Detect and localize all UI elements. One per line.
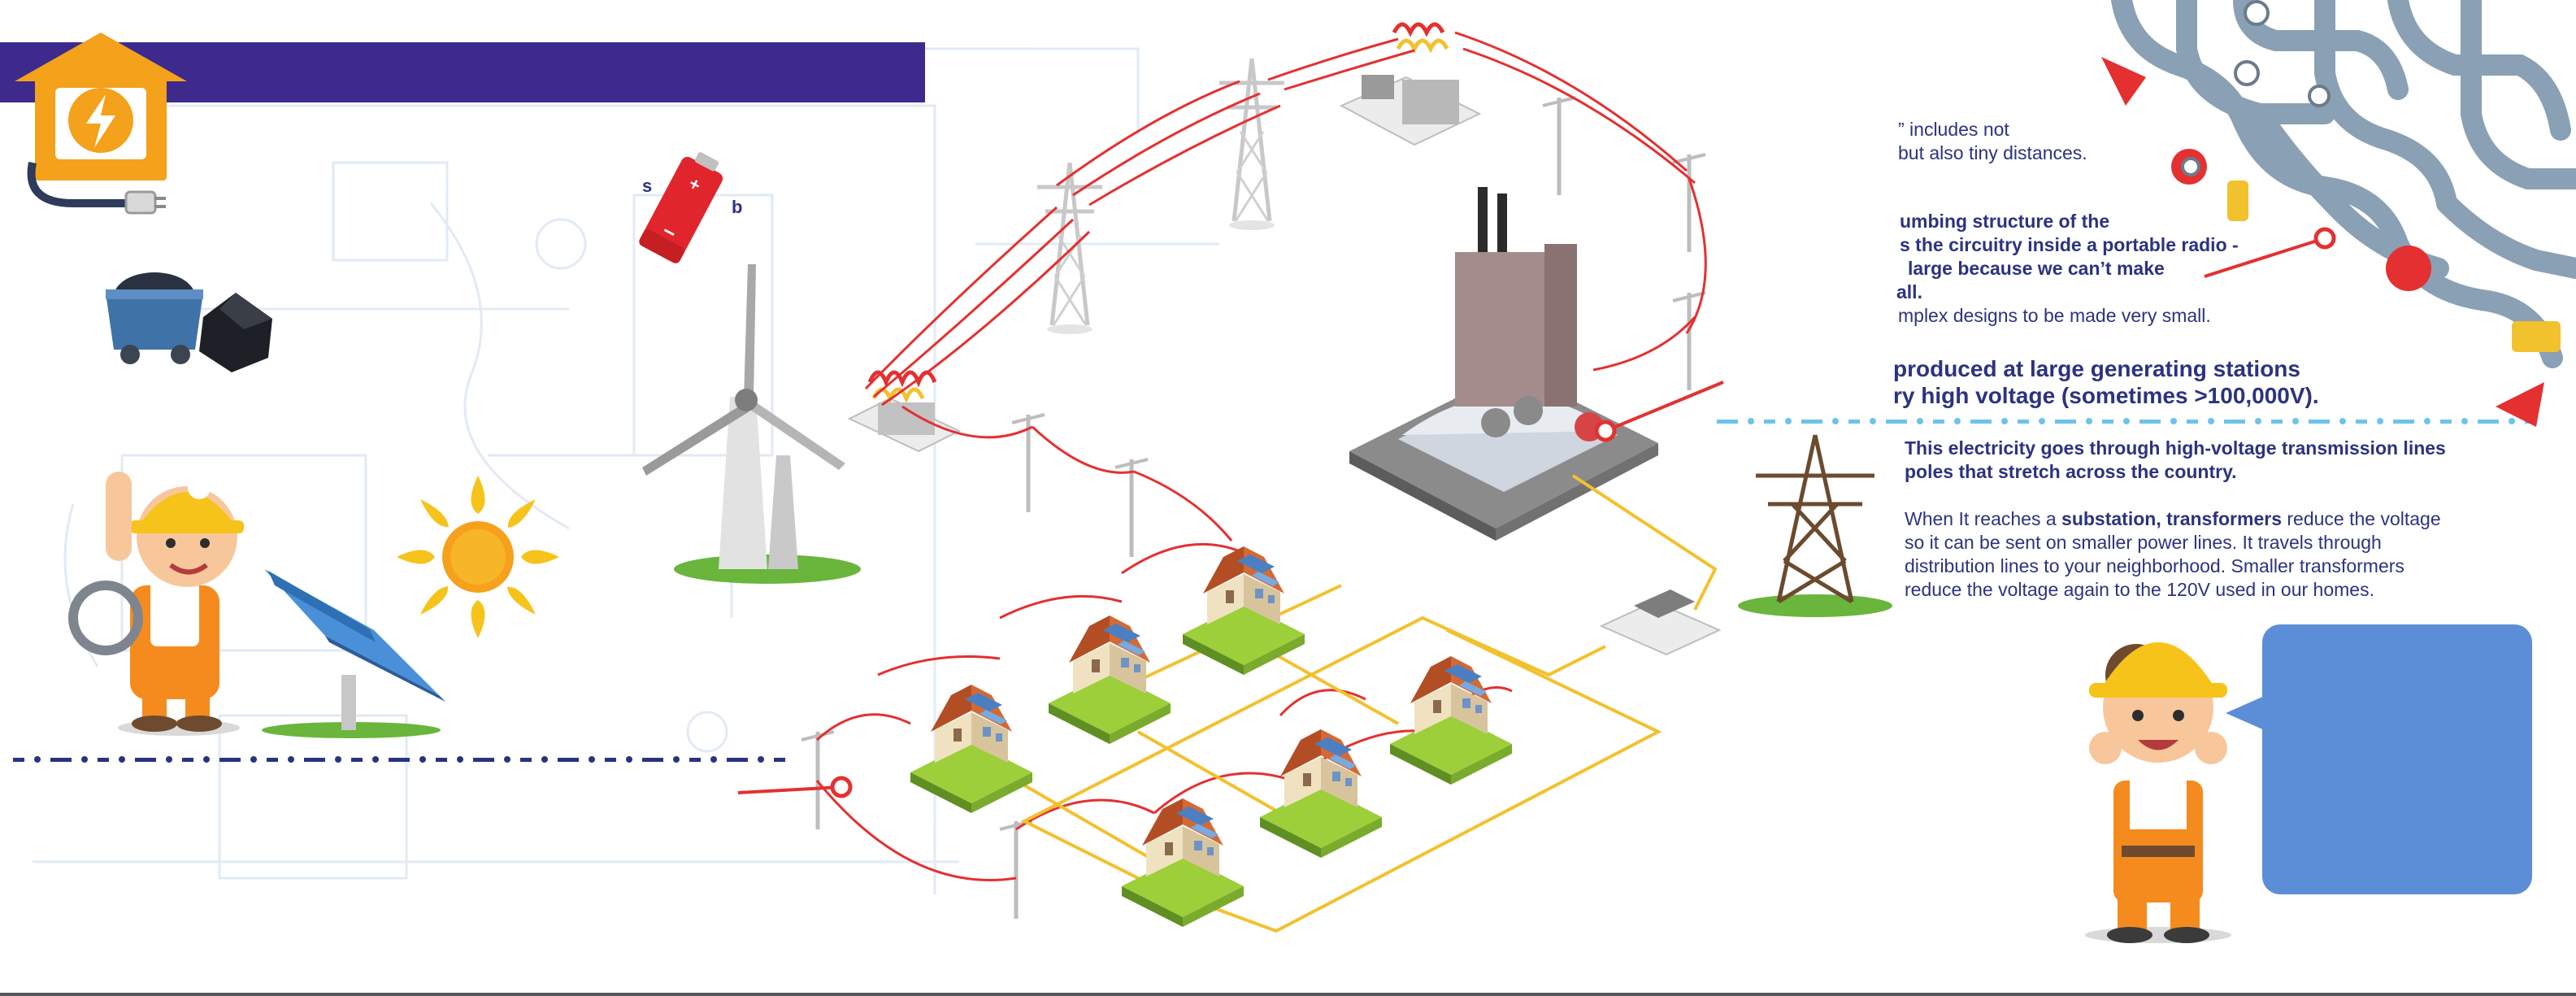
generation-line-2: ry high voltage (sometimes >100,000V). — [1893, 383, 2319, 408]
plumbing-line-4: all. — [1896, 281, 1922, 302]
wind-turbine-icon — [642, 264, 861, 584]
substation-line-3: distribution lines to your neighborhood.… — [1905, 555, 2404, 576]
speech-bubble — [2262, 624, 2532, 894]
transmission-text: This electricity goes through high-volta… — [1905, 437, 2446, 484]
pointer-dot-pipes — [2313, 227, 2336, 250]
home-energy-logo-icon — [15, 33, 187, 215]
high-voltage-lines — [815, 31, 1707, 881]
intro-line-1: ” includes not — [1898, 119, 2009, 140]
pipes-decoration — [2101, 0, 2576, 427]
substation-line-4: reduce the voltage again to the 120V use… — [1905, 579, 2374, 600]
battery-left-label: s — [642, 176, 652, 196]
substation-line-1: When It reaches a substation, transforme… — [1905, 508, 2441, 529]
plumbing-line-5: mplex designs to be made very small. — [1898, 305, 2211, 326]
speech-bubble-tail — [2226, 695, 2266, 731]
intro-text: ” includes not but also tiny distances. — [1898, 118, 2087, 165]
left-dotted-divider — [13, 756, 785, 763]
substation-top-icon — [1339, 22, 1482, 146]
battery-right-label: b — [732, 197, 742, 217]
plumbing-line-2: s the circuitry inside a portable radio … — [1900, 234, 2239, 255]
plumbing-line-3: large because we can’t make — [1908, 258, 2165, 279]
houses-neighborhood — [910, 546, 1512, 927]
substation-keyword: substation, transformers — [2061, 508, 2282, 529]
bottom-rule — [0, 993, 2576, 996]
neighborhood-transformer-icon — [1599, 589, 1722, 656]
substation-line-2: so it can be sent on smaller power lines… — [1905, 532, 2382, 553]
generation-line-1: produced at large generating stations — [1893, 356, 2300, 381]
coal-cart-icon — [106, 272, 272, 372]
generation-text: produced at large generating stations ry… — [1893, 355, 2319, 409]
substation-text: When It reaches a substation, transforme… — [1905, 507, 2441, 602]
plumbing-line-1: umbing structure of the — [1900, 211, 2110, 232]
female-worker-illustration — [2085, 642, 2231, 943]
substation-left-icon — [847, 370, 962, 453]
sun-icon — [397, 476, 559, 638]
pointer-line-pipes — [2204, 237, 2326, 278]
pointer-dot-left — [830, 776, 853, 798]
transmission-line-1: This electricity goes through high-volta… — [1905, 437, 2446, 459]
transmission-tower-icon — [1738, 434, 1892, 617]
blueprint-background — [33, 47, 1219, 894]
battery-icon: + − — [639, 152, 723, 263]
pointer-line-plant — [1605, 381, 1724, 433]
pointer-line-left — [737, 785, 842, 794]
pointer-dot-plant — [1594, 420, 1617, 442]
transmission-line-2: poles that stretch across the country. — [1905, 461, 2237, 482]
right-dotted-divider — [1717, 418, 2536, 424]
solar-worker-illustration — [68, 472, 445, 738]
intro-line-2: but also tiny distances. — [1898, 142, 2087, 163]
plumbing-text: umbing structure of the s the circuitry … — [1896, 210, 2239, 328]
power-plant-icon — [1349, 187, 1658, 541]
